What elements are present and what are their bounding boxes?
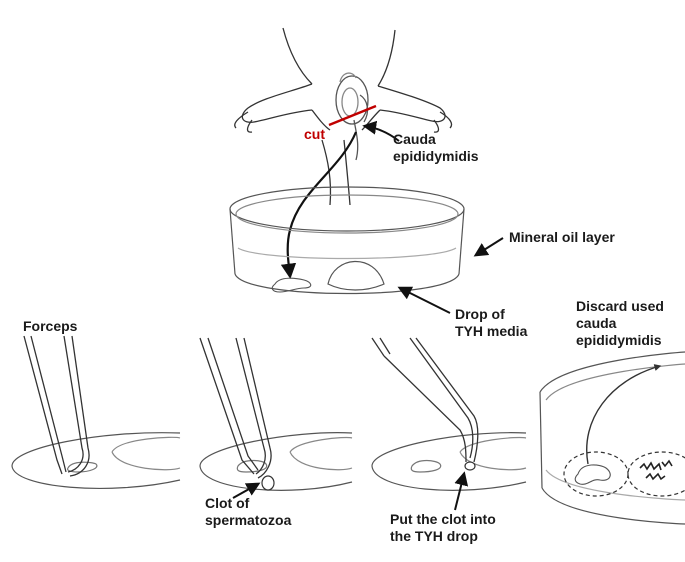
discard-arrow <box>586 364 662 465</box>
drop-label: Drop of TYH media <box>455 306 527 340</box>
forceps-tool-3 <box>371 337 479 463</box>
put-clot-label-line-1: Put the clot into <box>390 511 496 527</box>
put-clot-label: Put the clot into the TYH drop <box>390 511 496 545</box>
panel-clot <box>199 432 353 491</box>
discard-label-line-2: cauda <box>576 315 617 331</box>
panel-discard-dish <box>539 351 685 525</box>
discard-label-line-1: Discard used <box>576 298 664 314</box>
drop-label-line-1: Drop of <box>455 306 505 322</box>
cut-line <box>328 104 377 127</box>
forceps-tool-2 <box>199 337 272 479</box>
spermatozoa-squiggles <box>639 459 673 481</box>
cauda-label: Cauda epididymidis <box>393 131 479 165</box>
discard-circle-1 <box>563 451 629 497</box>
mouse-illustration <box>234 27 453 206</box>
clot-arrow <box>232 482 261 499</box>
mineral-oil-label: Mineral oil layer <box>509 229 615 245</box>
put-clot-arrow <box>454 471 469 511</box>
discard-label: Discard used cauda epididymidis <box>576 298 664 349</box>
forceps-label: Forceps <box>23 318 78 334</box>
put-clot-label-line-2: the TYH drop <box>390 528 478 544</box>
cauda-label-line-1: Cauda <box>393 131 436 147</box>
drop-label-line-2: TYH media <box>455 323 528 339</box>
mineral-oil-arrow <box>473 237 504 257</box>
cauda-arrow <box>362 120 400 142</box>
clot-blob <box>261 475 275 491</box>
clot-label-line-2: spermatozoa <box>205 512 292 528</box>
cut-label: cut <box>304 126 325 142</box>
panel-forceps <box>11 432 181 490</box>
petri-dish-top <box>229 186 465 295</box>
cauda-label-line-2: epididymidis <box>393 148 479 164</box>
tyh-drop <box>327 260 385 291</box>
clot-label: Clot of spermatozoa <box>205 495 291 529</box>
transfer-arrow <box>280 131 358 280</box>
forceps-tool-1 <box>23 335 90 477</box>
used-cauda-sample <box>574 464 611 485</box>
clot-blob-2 <box>464 461 476 471</box>
clot-label-line-1: Clot of <box>205 495 250 511</box>
discard-circle-2 <box>627 451 685 497</box>
panel-put-clot <box>371 432 527 491</box>
discard-label-line-3: epididymidis <box>576 332 662 348</box>
drop-arrow <box>397 286 451 314</box>
cauda-sample <box>271 277 312 293</box>
